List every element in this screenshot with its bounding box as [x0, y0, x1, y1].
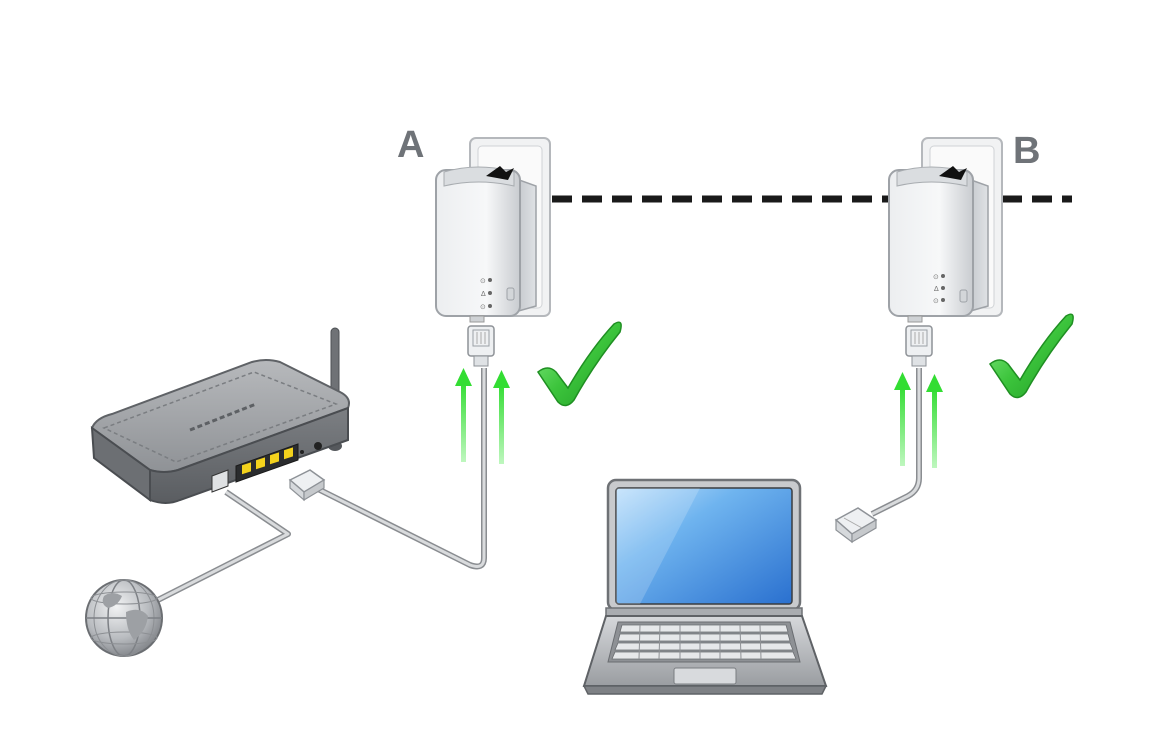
ethernet-plug-icon [834, 507, 878, 544]
powerline-adapter-icon: ⊙ ∆ ⊙ [435, 137, 551, 323]
powerline-adapter-a: ⊙ ∆ ⊙ [435, 137, 622, 464]
globe-icon [85, 579, 163, 657]
arrow-up-icon [493, 370, 510, 464]
ethernet-cable-router-to-internet [148, 489, 291, 607]
checkmark-icon [988, 313, 1074, 399]
ethernet-plug-icon [467, 325, 495, 367]
arrow-up-icon [455, 368, 472, 462]
arrow-up-icon [894, 372, 911, 466]
ethernet-plug-icon [905, 325, 933, 367]
adapter-a-label: A [397, 124, 424, 166]
powerline-adapter-b: ⊙ ∆ ⊙ [888, 137, 1074, 468]
adapter-b-label: B [1013, 130, 1040, 172]
svg-text:⊙: ⊙ [480, 303, 486, 311]
powerline-adapter-icon: ⊙ ∆ ⊙ [888, 137, 1003, 323]
arrow-up-icon [926, 374, 943, 468]
svg-text:⊙: ⊙ [933, 273, 939, 281]
svg-text:⊙: ⊙ [480, 277, 486, 285]
svg-text:⊙: ⊙ [933, 297, 939, 305]
ethernet-plug-icon [288, 469, 326, 502]
svg-text:∆: ∆ [480, 290, 486, 298]
laptop-icon [582, 478, 828, 695]
svg-text:∆: ∆ [933, 285, 939, 293]
checkmark-icon [536, 321, 622, 407]
router-icon [90, 327, 350, 504]
